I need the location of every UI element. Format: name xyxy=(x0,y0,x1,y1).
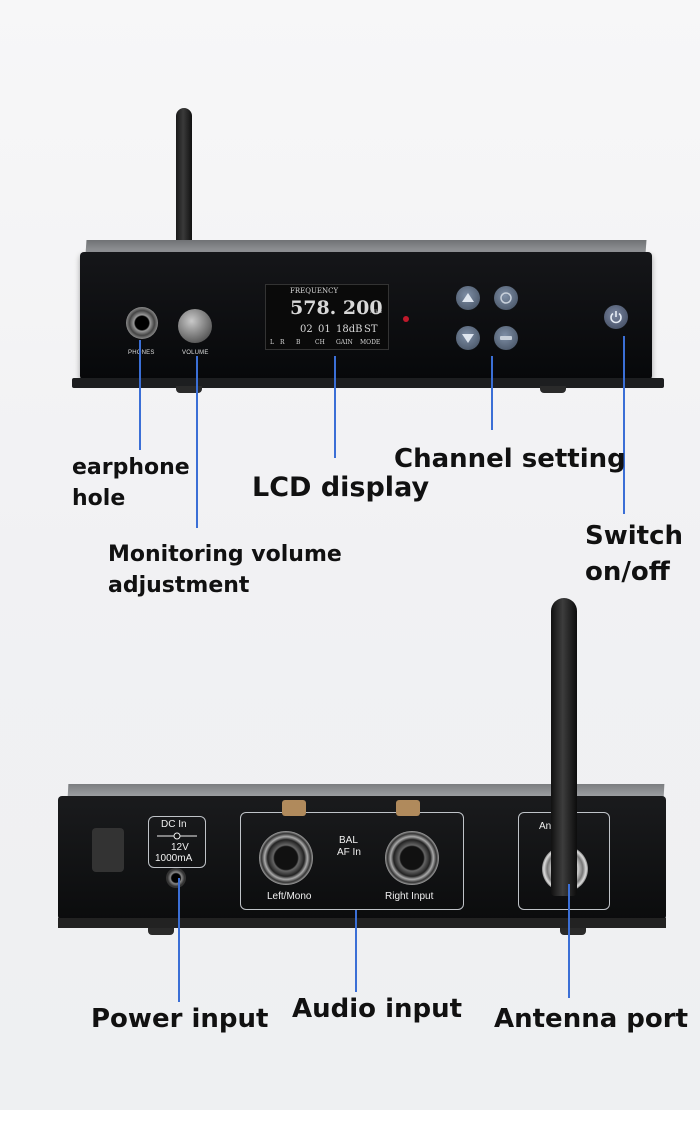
volume-knob[interactable] xyxy=(178,309,212,343)
polarity-icon xyxy=(157,832,197,840)
rear-antenna xyxy=(551,598,577,896)
power-input-callout-line xyxy=(178,878,180,1002)
power-input-label: Power input xyxy=(91,1004,269,1034)
sync-button[interactable] xyxy=(494,326,518,350)
channel-callout-line xyxy=(491,356,493,430)
earphone-hole-label: earphone hole xyxy=(72,455,190,511)
bal-label: BAL xyxy=(339,835,358,846)
cable-clip xyxy=(92,828,124,872)
audio-input-callout-line xyxy=(355,910,357,992)
phones-label: PHONES xyxy=(128,350,155,356)
arrow-down-icon xyxy=(462,334,474,343)
rear-foot-right xyxy=(560,928,586,935)
lcd-label-b: B xyxy=(296,339,301,346)
power-icon xyxy=(610,311,622,324)
volume-callout-line xyxy=(196,356,198,528)
rear-foot-left xyxy=(148,928,174,935)
bottom-strip xyxy=(0,1110,700,1122)
lcd-label-r: R xyxy=(280,339,285,346)
volume-label: VOLUME xyxy=(182,350,209,356)
lcd-label-l: L xyxy=(270,339,274,346)
switch-onoff-label: Switch on/off xyxy=(585,521,684,587)
cycle-icon xyxy=(500,292,512,304)
right-latch xyxy=(396,800,420,816)
switch-callout-line xyxy=(623,336,625,514)
audio-input-label: Audio input xyxy=(292,994,463,1024)
monitoring-volume-label: Monitoring volume adjustment xyxy=(108,542,342,598)
status-led xyxy=(403,316,409,322)
earphone-callout-line xyxy=(139,340,141,450)
channel-setting-label: Channel setting xyxy=(394,444,626,474)
power-button[interactable] xyxy=(604,305,628,329)
rear-unit-base xyxy=(58,918,666,928)
lcd-label-gain: GAIN xyxy=(336,339,353,346)
dc-in-label: DC In xyxy=(161,819,187,830)
left-mono-label: Left/Mono xyxy=(267,891,312,902)
dc-power-jack[interactable] xyxy=(166,868,186,888)
down-button[interactable] xyxy=(456,326,480,350)
dc-in-panel: DC In 12V 1000mA xyxy=(148,816,206,868)
set-button[interactable] xyxy=(494,286,518,310)
right-xlr-input[interactable] xyxy=(385,831,439,885)
lcd-label-mode: MODE xyxy=(360,339,381,346)
af-in-label: AF In xyxy=(337,847,361,858)
left-latch xyxy=(282,800,306,816)
front-foot-left xyxy=(176,386,202,393)
dc-voltage: 12V xyxy=(171,842,189,853)
audio-input-panel: BAL AF In Left/Mono Right Input xyxy=(240,812,464,910)
lcd-value-gain-ch: 01 xyxy=(318,324,331,335)
left-xlr-input[interactable] xyxy=(259,831,313,885)
antenna-port-label: Antenna port xyxy=(494,1004,689,1034)
lcd-display: FREQUENCY 578. 200 MHz 02 01 18dB ST L R… xyxy=(265,284,389,350)
lcd-display-label: LCD display xyxy=(252,472,430,503)
lcd-frequency: 578. 200 xyxy=(290,297,383,319)
up-button[interactable] xyxy=(456,286,480,310)
lcd-value-gain: 18dB xyxy=(336,324,363,335)
arrow-up-icon xyxy=(462,293,474,302)
lcd-value-ch: 02 xyxy=(300,324,313,335)
lcd-callout-line xyxy=(334,356,336,458)
front-unit-base xyxy=(72,378,664,388)
sync-icon xyxy=(500,336,512,340)
lcd-label-ch: CH xyxy=(315,339,325,346)
lcd-unit: MHz xyxy=(370,309,383,315)
dc-current: 1000mA xyxy=(155,853,193,864)
earphone-jack[interactable] xyxy=(126,307,158,339)
front-foot-right xyxy=(540,386,566,393)
front-antenna xyxy=(176,108,192,248)
antenna-callout-line xyxy=(568,884,570,998)
lcd-value-mode: ST xyxy=(364,324,378,335)
lcd-header: FREQUENCY xyxy=(290,287,339,295)
right-input-label: Right Input xyxy=(385,891,434,902)
